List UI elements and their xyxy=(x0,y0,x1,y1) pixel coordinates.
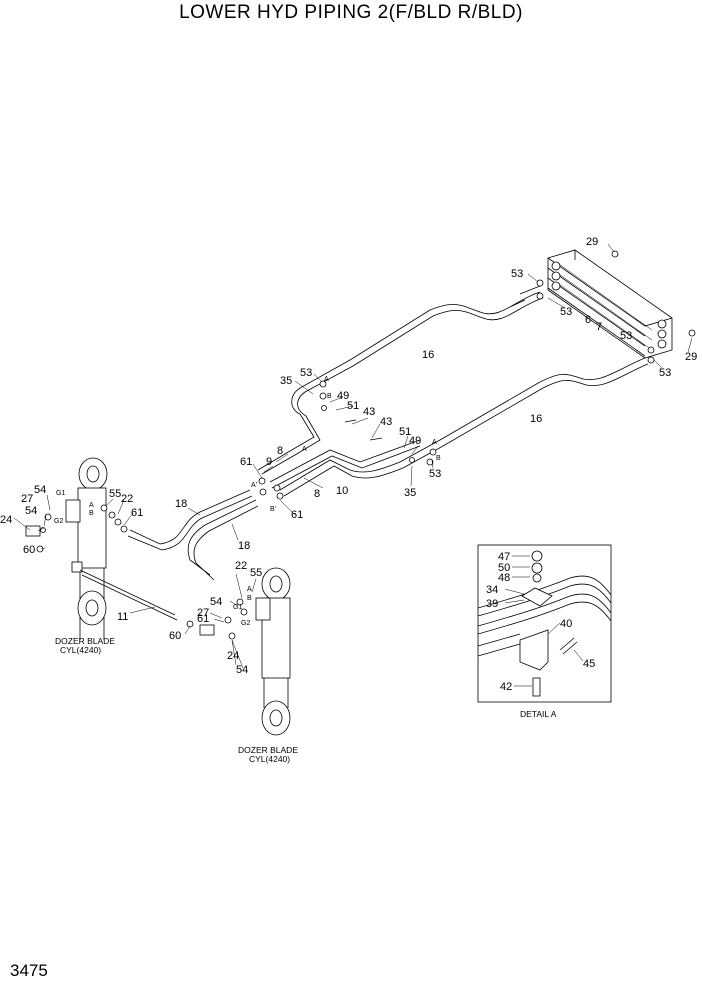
callout-43: 43 xyxy=(380,416,392,428)
callout-61: 61 xyxy=(131,507,143,519)
page-title: LOWER HYD PIPING 2(F/BLD R/BLD) xyxy=(179,2,523,23)
callout-16: 16 xyxy=(422,349,434,361)
port-a: A xyxy=(89,502,94,509)
port-b: B xyxy=(327,393,332,400)
cylinder-caption-right: DOZER BLADE xyxy=(238,745,298,755)
callout-53: 53 xyxy=(560,306,572,318)
callout-60: 60 xyxy=(169,630,181,642)
callout-61: 61 xyxy=(197,613,209,625)
callout-53: 53 xyxy=(511,268,523,280)
callout-53: 53 xyxy=(659,367,671,379)
callout-60: 60 xyxy=(23,544,35,556)
callout-7: 7 xyxy=(596,321,602,333)
cylinder-caption-right-model: CYL(4240) xyxy=(249,754,290,764)
callout-55: 55 xyxy=(250,567,262,579)
callout-54: 54 xyxy=(34,484,46,496)
callout-35: 35 xyxy=(404,487,416,499)
callout-6: 6 xyxy=(585,314,591,326)
callout-24: 24 xyxy=(227,650,239,662)
callout-27: 27 xyxy=(197,607,209,619)
hoses-18 xyxy=(127,489,259,581)
callout-22: 22 xyxy=(235,560,247,572)
fittings xyxy=(25,279,655,640)
callout-42: 42 xyxy=(500,681,512,693)
port-g1: G1 xyxy=(56,490,65,497)
callout-24: 24 xyxy=(0,514,12,526)
callout-49: 49 xyxy=(337,390,349,402)
callout-27: 27 xyxy=(21,493,33,505)
leader-lines xyxy=(13,243,693,669)
callout-9: 9 xyxy=(266,456,272,468)
port-a: A xyxy=(324,376,329,383)
port-b: B xyxy=(247,595,252,602)
callout-8: 8 xyxy=(314,488,320,500)
hose-16-upper xyxy=(291,285,544,417)
port-labels: A B A B A' B' A B A B G1 G2 G1 G2 A xyxy=(54,376,441,627)
port-b-prime: B' xyxy=(270,506,276,513)
pipes-8-9-10 xyxy=(257,413,421,497)
callout-48: 48 xyxy=(498,572,510,584)
callout-54: 54 xyxy=(236,664,248,676)
callout-53: 53 xyxy=(620,330,632,342)
cylinder-caption-left-model: CYL(4240) xyxy=(60,645,101,655)
callout-51: 51 xyxy=(399,426,411,438)
page-number: 3475 xyxy=(10,961,48,980)
callout-61: 61 xyxy=(291,509,303,521)
callout-10: 10 xyxy=(336,485,348,497)
callout-29: 29 xyxy=(685,351,697,363)
detail-a-inset xyxy=(477,544,612,703)
callout-8: 8 xyxy=(277,445,283,457)
callout-49: 49 xyxy=(409,435,421,447)
hose-16-lower xyxy=(349,357,649,479)
callout-47: 47 xyxy=(498,551,510,563)
valve-manifold xyxy=(547,249,696,359)
callout-18: 18 xyxy=(175,498,187,510)
port-g2: G2 xyxy=(54,518,63,525)
detail-a-caption: DETAIL A xyxy=(520,709,557,719)
captions: DOZER BLADE CYL(4240) DOZER BLADE CYL(42… xyxy=(55,636,557,764)
callout-54: 54 xyxy=(25,505,37,517)
callout-34: 34 xyxy=(486,584,498,596)
port-b: B xyxy=(436,455,441,462)
callout-18: 18 xyxy=(238,540,250,552)
callout-40: 40 xyxy=(560,618,572,630)
port-a-prime: A' xyxy=(251,482,257,489)
callout-labels: 29 29 53 53 53 53 53 53 6 7 16 16 35 35 … xyxy=(0,236,697,693)
callout-16: 16 xyxy=(530,413,542,425)
port-g1: G1 xyxy=(233,604,242,611)
callout-50: 50 xyxy=(498,562,510,574)
callout-54: 54 xyxy=(210,596,222,608)
dozer-blade-cylinder-left xyxy=(65,457,178,640)
callout-53: 53 xyxy=(300,367,312,379)
callout-51: 51 xyxy=(347,400,359,412)
cylinder-caption-left: DOZER BLADE xyxy=(55,636,115,646)
callout-45: 45 xyxy=(583,658,595,670)
callout-43: 43 xyxy=(363,406,375,418)
callout-29: 29 xyxy=(586,236,598,248)
callout-61: 61 xyxy=(240,456,252,468)
callout-39: 39 xyxy=(486,598,498,610)
port-g2: G2 xyxy=(241,620,250,627)
dozer-blade-cylinder-right xyxy=(255,567,291,736)
callout-35: 35 xyxy=(280,375,292,387)
callout-11: 11 xyxy=(117,611,128,623)
callout-53: 53 xyxy=(429,468,441,480)
callout-22: 22 xyxy=(121,493,133,505)
port-b: B xyxy=(89,510,94,517)
detail-a-marker: A xyxy=(302,446,307,453)
port-a: A xyxy=(247,586,252,593)
callout-55: 55 xyxy=(109,488,121,500)
port-a: A xyxy=(432,439,437,446)
